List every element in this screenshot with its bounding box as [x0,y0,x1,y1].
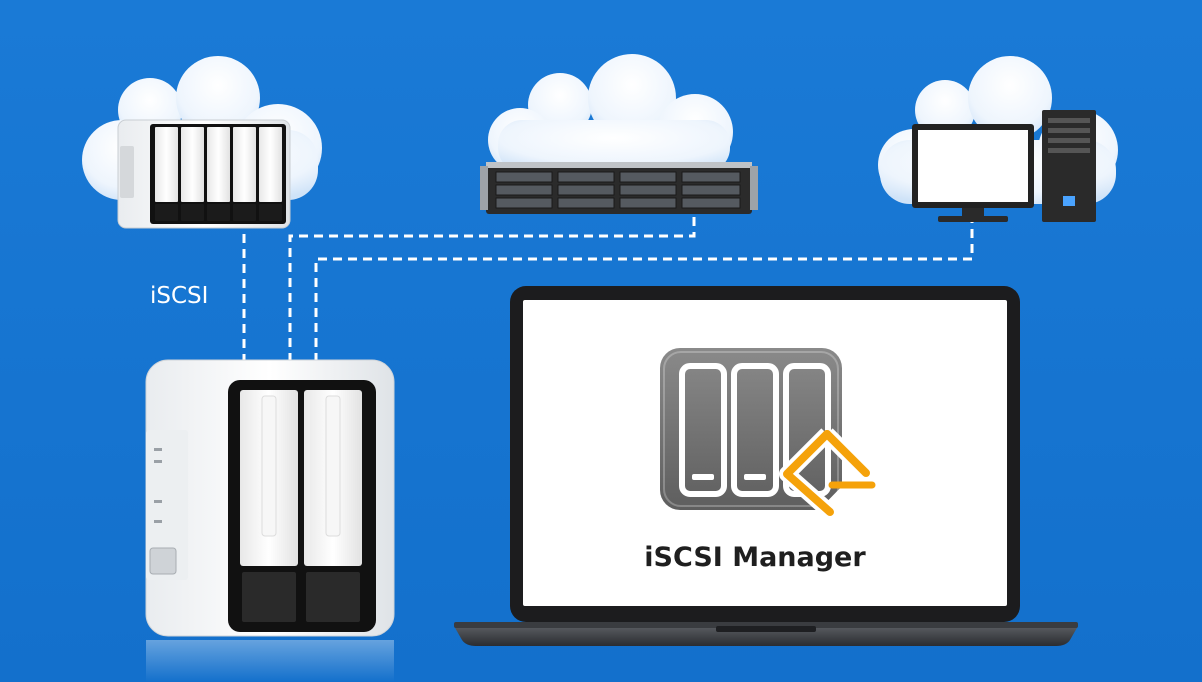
connect-arrow-icon [779,428,876,518]
nas-reflection [146,640,394,682]
app-name-label: iSCSI Manager [644,542,866,573]
rack-server-icon [480,162,758,214]
drive-tray-right [304,390,362,622]
laptop: iSCSI Manager [454,286,1078,646]
connector-to-desktop-pc [314,220,974,362]
local-nas-2bay [145,359,395,682]
laptop-hinge [454,622,1078,628]
nas-status-leds [154,448,162,523]
cloud-nas-node [82,56,322,229]
iscsi-manager-app-icon [660,348,876,518]
protocol-label: iSCSI [150,283,208,309]
cloud-rack-server-node [480,54,758,214]
cloud-desktop-node [878,56,1118,222]
drive-tray-left [240,390,298,622]
desktop-pc-icon [912,110,1096,222]
nas-4bay-icon [117,119,291,229]
connector-to-rack-server [288,212,696,362]
nas-side-panel [146,430,188,580]
laptop-notch [716,626,816,632]
laptop-base [454,626,1078,646]
connector-lines [242,212,974,362]
cloud-shape [488,54,733,172]
usb-port-icon [149,547,177,575]
